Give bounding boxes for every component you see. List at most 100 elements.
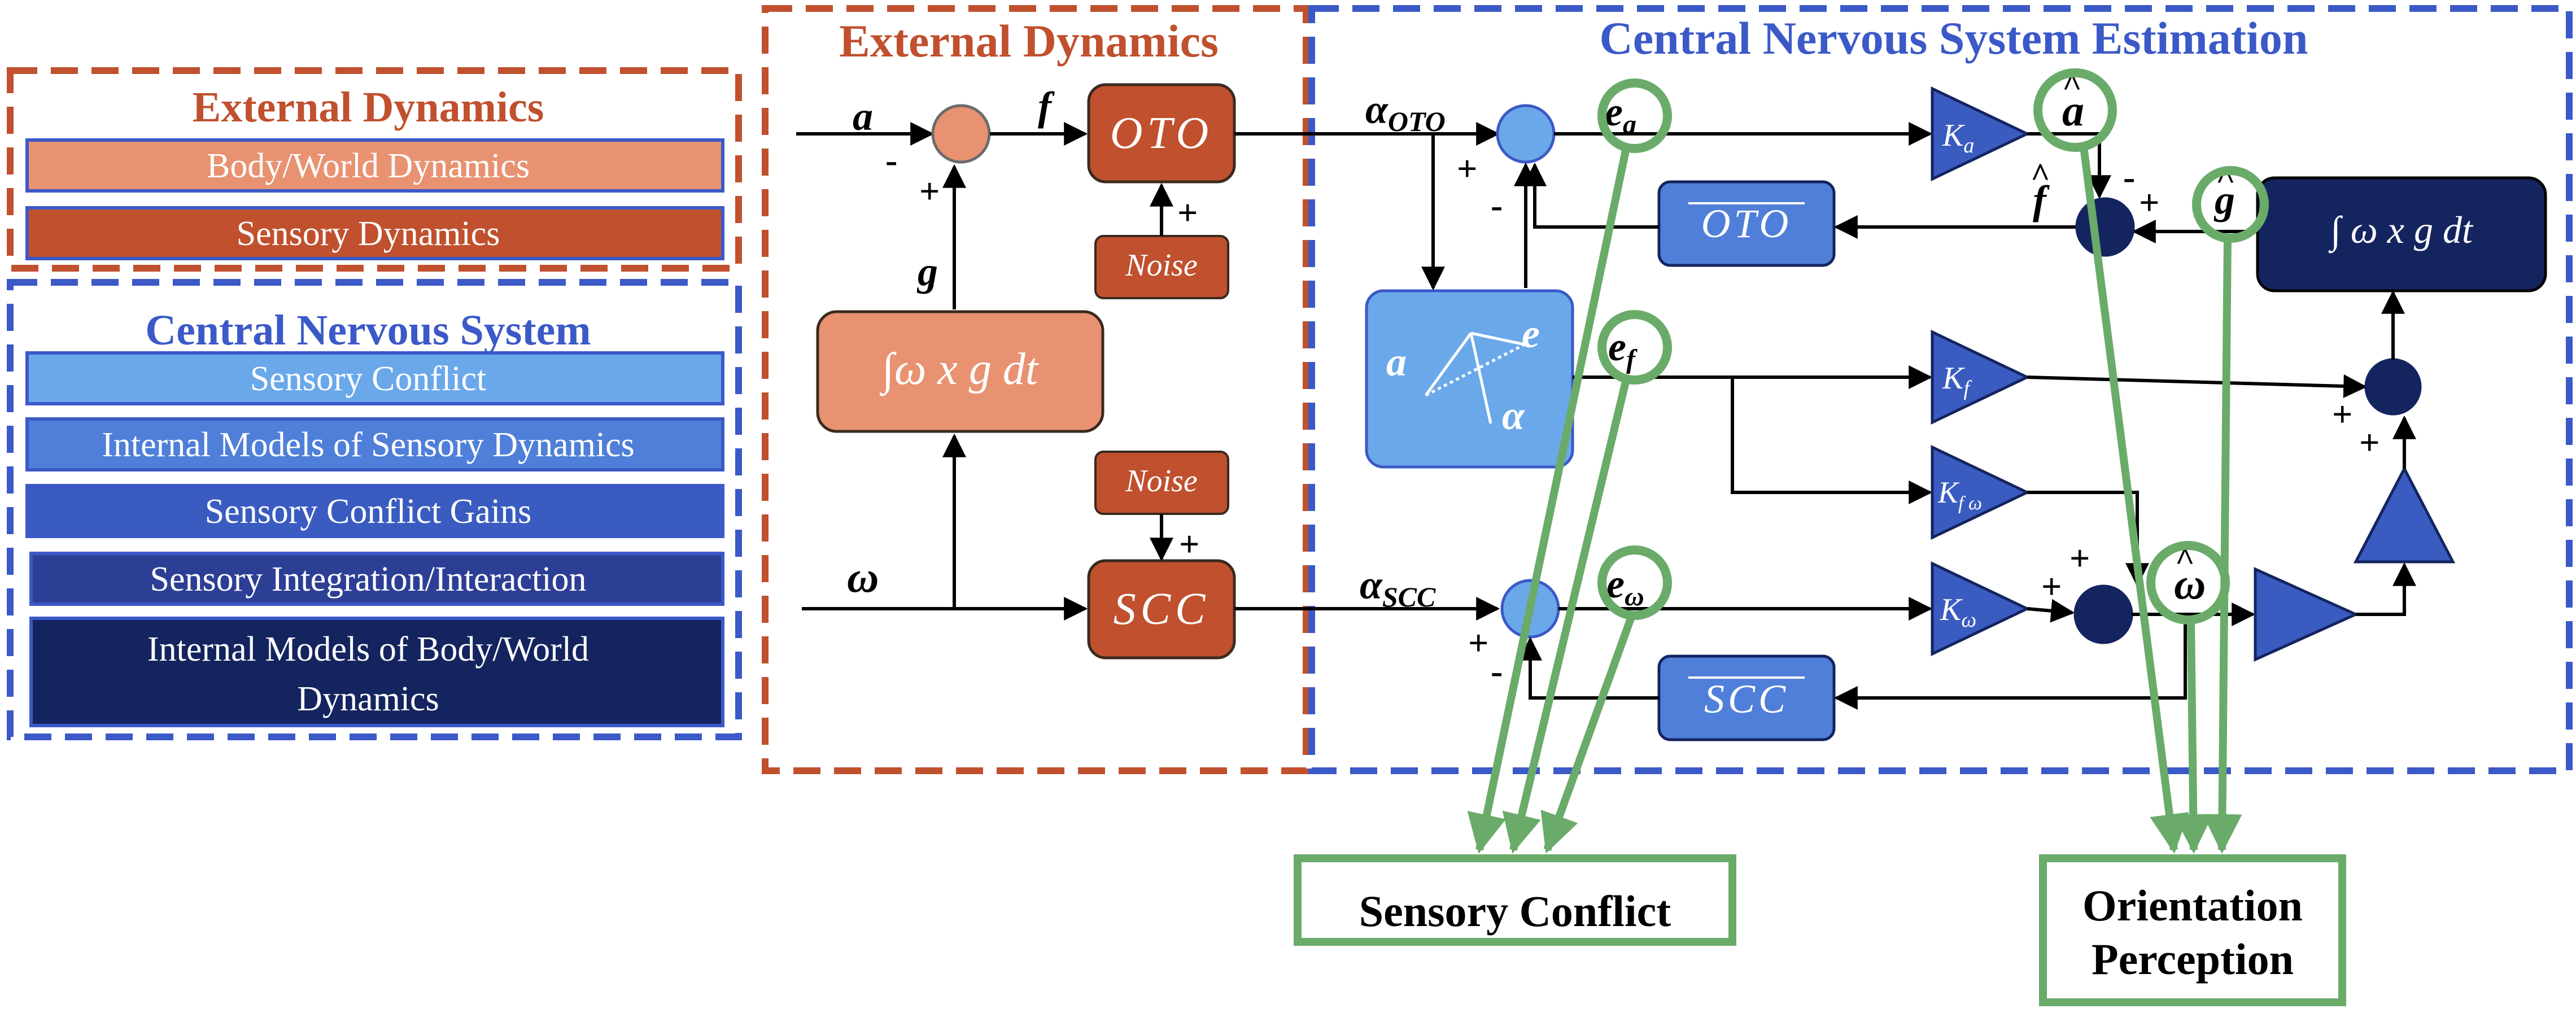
alpha-scc-label: αSCC bbox=[1360, 562, 1436, 613]
oto-junction-minus: - bbox=[1491, 185, 1503, 225]
green-ew-to-conflict bbox=[1540, 614, 1636, 854]
gain-kf bbox=[1931, 330, 2031, 425]
f-hat-sum-minus: - bbox=[2123, 157, 2135, 197]
f-hat-caret: ^ bbox=[2031, 156, 2050, 194]
vector-conflict-glyph bbox=[1424, 331, 1526, 424]
ef-main: e bbox=[1608, 324, 1626, 369]
omega-gain-triangle bbox=[2254, 567, 2360, 662]
legend-sensory-dynamics-swatch bbox=[25, 206, 724, 260]
alpha-oto-label: αOTO bbox=[1365, 87, 1446, 137]
f-hat-sum-plus: + bbox=[2139, 182, 2159, 222]
external-dynamics-frame bbox=[762, 5, 1309, 774]
ea-sub: a bbox=[1623, 110, 1636, 139]
oto-hat-label: OTO bbox=[1701, 201, 1792, 246]
legend-internal-body-swatch bbox=[29, 617, 724, 727]
input-omega-label: ω bbox=[847, 552, 879, 601]
g-integration-sum bbox=[2364, 358, 2422, 416]
cns-estimation-frame bbox=[1308, 5, 2573, 774]
external-dynamics-region: External Dynamics a - + f OTO Noise + g … bbox=[762, 5, 1309, 774]
gain-ka-main: K bbox=[1942, 118, 1965, 153]
legend-internal-sensory-label: Internal Models of Sensory Dynamics bbox=[102, 426, 635, 464]
oto-label: OTO bbox=[1110, 108, 1213, 158]
legend-integration-swatch bbox=[29, 552, 724, 606]
world-integrator-label: ∫ω x g dt bbox=[879, 344, 1039, 396]
external-sum-junction bbox=[931, 104, 991, 164]
up-gain-triangle bbox=[2353, 465, 2456, 564]
gain-kw bbox=[1931, 561, 2031, 656]
omega-integration-sum bbox=[2073, 584, 2133, 644]
gain-ka-sub: a bbox=[1963, 134, 1974, 158]
g-sum-plus-bottom: + bbox=[2359, 422, 2379, 462]
g-integrator-label: ∫ ω x g dt bbox=[2328, 208, 2474, 254]
gain-kfw-main: K bbox=[1937, 475, 1960, 509]
scc-junction-minus: - bbox=[1491, 651, 1503, 691]
a-hat-label: a bbox=[2062, 86, 2084, 135]
scc-junction-plus: + bbox=[1468, 623, 1488, 663]
gain-kfw-label: Kf ω bbox=[1937, 475, 1982, 514]
green-omega-hat-to-perception bbox=[2173, 619, 2213, 854]
input-a-label: a bbox=[853, 94, 873, 139]
ef-sub: f bbox=[1626, 344, 1638, 374]
signal-g-label: g bbox=[916, 249, 938, 294]
alpha-oto-main: α bbox=[1365, 87, 1389, 132]
g-hat-caret: ^ bbox=[2216, 159, 2236, 197]
external-dynamics-title: External Dynamics bbox=[839, 15, 1219, 67]
legend-sensory-conflict-label: Sensory Conflict bbox=[250, 360, 486, 398]
gain-kw-label: Kω bbox=[1940, 592, 1976, 632]
sum1-plus: + bbox=[919, 171, 940, 211]
scc-label: SCC bbox=[1114, 584, 1210, 634]
sensory-conflict-output bbox=[1294, 854, 1736, 946]
legend-integration-label: Sensory Integration/Interaction bbox=[150, 560, 586, 599]
orientation-perception-line2: Perception bbox=[2092, 935, 2294, 984]
legend-cns-title: Central Nervous System bbox=[145, 307, 591, 354]
scc-hat-to-junction bbox=[1518, 636, 1659, 700]
legend: External Dynamics Body/World Dynamics Se… bbox=[7, 67, 742, 740]
noise-label-bottom: Noise bbox=[1125, 464, 1198, 499]
legend-conflict-gains-swatch bbox=[25, 484, 724, 538]
omega-gain-to-up bbox=[2356, 562, 2416, 616]
ef-label: ef bbox=[1608, 324, 1638, 374]
output-boxes: Sensory Conflict Orientation Perception bbox=[1294, 854, 2346, 1006]
noise-label-top: Noise bbox=[1125, 248, 1198, 283]
legend-internal-sensory-swatch bbox=[25, 417, 724, 471]
omega-hat-to-scc-hat bbox=[1833, 614, 2187, 710]
oto-hat-to-junction bbox=[1523, 162, 1659, 229]
signal-f-label: f bbox=[1038, 84, 1055, 129]
legend-cns-frame bbox=[7, 279, 742, 740]
legend-external-title: External Dynamics bbox=[193, 84, 544, 131]
legend-sensory-conflict-swatch bbox=[25, 351, 724, 405]
gain-kfw-sub: f ω bbox=[1958, 493, 1982, 514]
legend-sensory-dynamics-label: Sensory Dynamics bbox=[237, 215, 500, 253]
legend-body-world-swatch bbox=[25, 138, 724, 193]
alpha-oto-sub: OTO bbox=[1388, 106, 1446, 137]
legend-external-frame bbox=[7, 67, 742, 272]
legend-internal-body-label-2: Dynamics bbox=[297, 680, 439, 718]
ef-to-kfw bbox=[1731, 377, 1933, 504]
noise-bottom-plus: + bbox=[1179, 524, 1199, 564]
kw-to-omega-sum bbox=[2027, 599, 2075, 623]
g-sum-plus-left: + bbox=[2332, 394, 2352, 434]
gain-kf-main: K bbox=[1942, 361, 1965, 396]
green-g-hat-to-perception bbox=[2202, 237, 2242, 854]
vector-e: e bbox=[1522, 311, 1540, 356]
world-integrator-block bbox=[816, 310, 1104, 433]
omega-hat-label: ω bbox=[2174, 559, 2206, 608]
oto-junction-plus: + bbox=[1457, 149, 1477, 189]
legend-internal-body-label-1: Internal Models of Body/World bbox=[147, 630, 589, 669]
gain-kfw bbox=[1931, 445, 2031, 540]
gain-ka-label: Ka bbox=[1942, 118, 1974, 158]
kf-to-sum bbox=[2027, 374, 2368, 398]
green-ea-to-conflict bbox=[1467, 147, 1630, 854]
legend-conflict-gains-label: Sensory Conflict Gains bbox=[205, 492, 532, 531]
cns-estimation-title: Central Nervous System Estimation bbox=[1600, 12, 2308, 64]
oto-conflict-junction bbox=[1496, 104, 1556, 164]
highlight-ef bbox=[1597, 310, 1672, 385]
f-hat-sum bbox=[2075, 197, 2135, 257]
orientation-perception-line1: Orientation bbox=[2082, 881, 2303, 930]
green-a-hat-to-perception bbox=[2080, 146, 2189, 854]
vector-alpha: α bbox=[1502, 393, 1525, 438]
orientation-perception-output bbox=[2039, 854, 2346, 1006]
sum1-minus: - bbox=[885, 140, 897, 180]
omega-sum-plus-left: + bbox=[2041, 566, 2062, 606]
